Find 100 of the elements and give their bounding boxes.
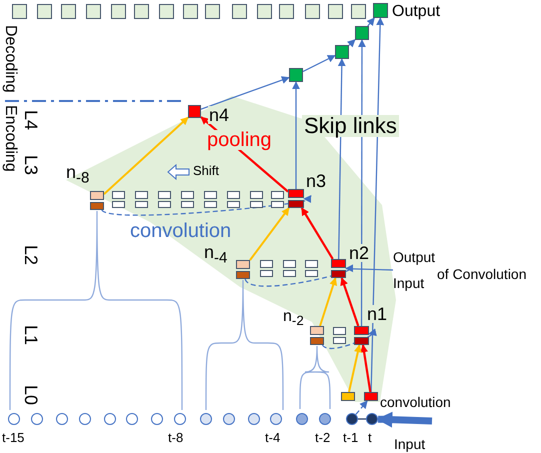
node-label: n$_{-2}$ [283,309,304,328]
node-label: Output [392,4,440,20]
layer-label: L4 [22,110,40,130]
output-square [328,4,343,19]
node-label: n1 [366,305,388,323]
neuron-square [364,392,378,401]
input-circle [270,413,282,425]
input-circle [346,413,358,425]
annotation-text: convolution [130,221,232,241]
layer-label: L2 [22,245,40,266]
input-circle [319,413,331,425]
arrow [347,39,356,48]
input-circle [248,413,260,425]
neuron-pair [112,191,125,208]
decoder-square [335,45,349,59]
decoder-square [355,26,369,40]
output-square [159,4,174,19]
layer-label: L0 [22,385,40,406]
neuron-pair [260,260,273,277]
annotation-text: Input [393,276,424,290]
arrow [366,17,375,26]
neuron-pair [354,326,369,345]
node-label: n$_{-8}$ [66,163,90,186]
annotation-text: Output [393,250,436,264]
annotation-text: Skip links [302,115,399,137]
output-square [257,4,272,19]
neuron-pair [331,259,346,278]
node-label: t-2 [315,431,330,444]
neuron-pair [158,191,171,208]
arrow [292,81,300,189]
input-circle [223,413,235,425]
output-square [232,4,247,19]
annotation-text: of Convolution [437,267,527,281]
output-square [305,4,320,19]
arrow [358,39,366,326]
output-square [205,4,220,19]
neuron-pair [204,191,217,208]
arrow [338,58,346,259]
section-label: Decoding [2,25,18,93]
output-square [279,4,294,19]
neuron-square [341,392,355,401]
output-square [351,4,366,19]
neuron-pair [271,191,284,208]
decoder-square [373,3,388,18]
node-label: t [368,431,372,444]
arrow [200,76,290,110]
neuron-square [188,105,201,118]
node-label: t-4 [265,431,280,444]
input-circle [151,413,163,425]
arrow [103,116,189,195]
arrow [319,277,338,326]
output-square [12,4,27,19]
dashed-arrow [102,196,312,216]
layer-label: L3 [22,155,40,176]
decoder-square [289,68,303,82]
arrow [249,207,290,261]
node-label: n4 [208,106,230,124]
node-label: t-8 [168,431,184,444]
annotation-text: Input [394,437,426,451]
node-label: n2 [348,244,370,262]
arrow [348,344,362,392]
output-square [61,4,76,19]
neuron-pair [227,191,240,208]
input-circle [56,413,68,425]
arrow [370,17,384,392]
output-square [183,4,198,19]
input-circle [79,413,91,425]
input-circle [8,413,20,425]
input-circle [31,413,43,425]
neuron-pair [181,191,194,208]
neuron-pair [310,326,324,345]
input-circle [296,413,308,425]
arrow [360,344,372,392]
leader-line [346,268,394,271]
dashed-arrow [355,400,368,415]
input-circle [104,413,116,425]
layer-label: L1 [22,325,40,346]
input-circle [174,413,186,425]
annotation-text: Shift [193,164,220,177]
input-circle [366,413,378,425]
neuron-pair [90,191,104,210]
neuron-pair [283,260,296,277]
output-square [111,4,126,19]
neuron-pair [135,191,148,208]
node-label: n$_{-4}$ [204,243,228,266]
neuron-pair [236,260,250,279]
input-circle [200,413,212,425]
neuron-pair [288,189,304,208]
input-arrow [376,412,432,428]
arrow [300,207,334,260]
output-square [86,4,101,19]
arrow [302,54,336,72]
annotation-text: convolution [380,395,451,409]
node-label: n3 [305,172,328,190]
dashed-arrow [322,329,377,349]
output-square [134,4,149,19]
arrow [340,277,360,326]
neuron-pair [305,260,318,277]
neuron-pair [250,191,263,208]
dashed-arrow [244,265,354,287]
